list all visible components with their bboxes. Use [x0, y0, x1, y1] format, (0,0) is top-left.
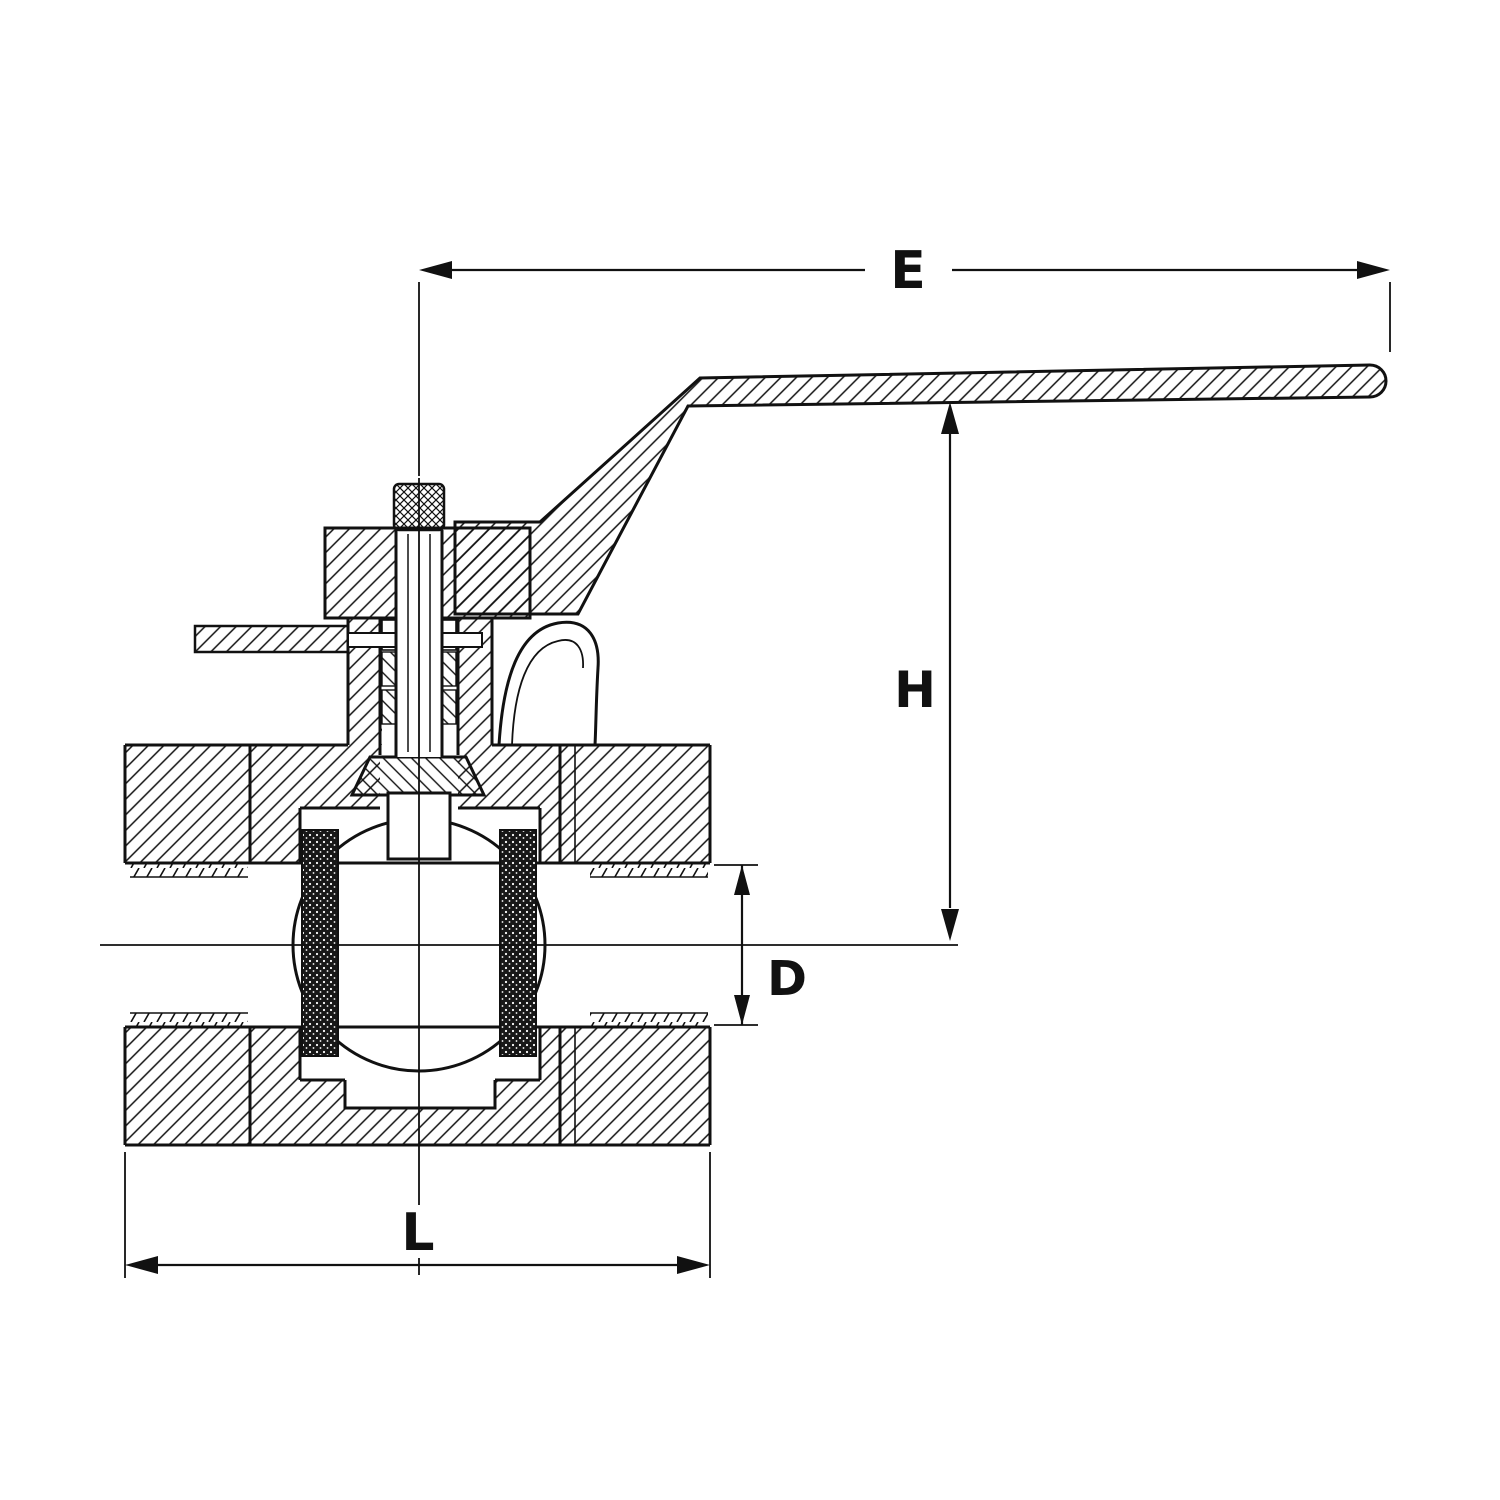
- dim-l-label: L: [401, 1203, 434, 1263]
- dim-e-arrow-left: [419, 261, 452, 279]
- hatch-pillar-left-top: [250, 745, 300, 863]
- seat-right: [499, 829, 537, 1057]
- dim-e-extension-lines: [418, 282, 1391, 476]
- dim-e-arrow-right: [1357, 261, 1390, 279]
- handle-shape: [453, 363, 1388, 616]
- dim-d-extension-lines: [714, 864, 758, 1026]
- centerlines: [100, 478, 958, 1275]
- valve-body-hatching: [125, 618, 710, 1145]
- thread-ticks-left-bottom: [130, 1013, 248, 1027]
- dimension-d: D: [714, 864, 807, 1026]
- female-threads: [130, 863, 708, 1027]
- thread-ticks-left-top: [130, 863, 248, 877]
- dim-h-label: H: [894, 661, 936, 719]
- dim-d-label: D: [767, 951, 807, 1007]
- hatch-floor: [300, 1080, 540, 1145]
- dimension-e: E: [418, 241, 1391, 476]
- spring-clip: [497, 620, 600, 746]
- cavity-walls: [298, 808, 542, 1080]
- stop-plate: [193, 624, 350, 654]
- hatch-left-cap-top: [125, 745, 250, 863]
- hatch-pillar-left-bottom: [250, 1027, 300, 1145]
- dim-l-arrow-left: [125, 1256, 158, 1274]
- bore-lines: [125, 861, 710, 1029]
- dim-h-arrow-top: [941, 402, 959, 434]
- dimension-h: H: [894, 402, 959, 941]
- dim-h-arrow-bottom: [941, 909, 959, 941]
- dim-e-label: E: [890, 241, 926, 301]
- hatch-left-cap-bottom: [125, 1027, 250, 1145]
- seat-left: [301, 829, 339, 1057]
- dim-l-arrow-right: [677, 1256, 710, 1274]
- stem-shaft-inner-lines: [407, 534, 431, 752]
- spring-clip-inner: [511, 639, 584, 746]
- dim-d-arrow-bottom: [734, 995, 750, 1025]
- lever-handle: [453, 363, 1388, 616]
- floor-notch: [343, 1080, 497, 1110]
- dim-d-arrow-top: [734, 865, 750, 895]
- spring-clip-outer: [497, 620, 600, 746]
- thread-ticks-right-bottom: [590, 1013, 708, 1027]
- dim-l-extension-lines: [124, 1152, 711, 1278]
- thread-ticks-right-top: [590, 863, 708, 877]
- stem-collar: [349, 755, 487, 797]
- dimension-l: L: [124, 1152, 711, 1278]
- hatch-right-cap-bottom: [540, 1027, 710, 1145]
- stem-shaft-sides: [394, 530, 444, 757]
- hatch-right-cap-top: [540, 745, 710, 863]
